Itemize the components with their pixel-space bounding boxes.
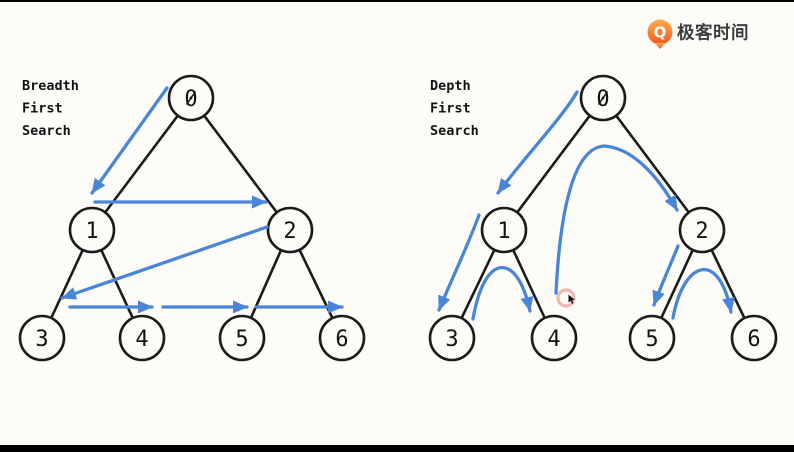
tree-node-4: 4 (530, 314, 578, 362)
geektime-logo-icon (647, 19, 673, 45)
dfs-arrow-0-1 (496, 90, 579, 195)
tree-edge-0-2 (189, 96, 292, 232)
dfs-title-line-2: First (430, 101, 471, 117)
cursor-pointer-icon (568, 294, 575, 304)
bfs-title-line-1: Breadth (22, 78, 79, 94)
node-label: 0 (184, 87, 197, 112)
dfs-arrow-4-2-backtrack (554, 144, 679, 295)
dfs-tree-nodes: 0 1 2 3 4 5 (428, 74, 778, 362)
dfs-arrow-1-3 (437, 213, 481, 312)
tree-node-2: 2 (266, 206, 314, 254)
node-label: 3 (35, 327, 48, 352)
bottom-letterbox-bar (0, 445, 794, 452)
dfs-title-line-3: Search (430, 123, 479, 139)
dfs-arrow-3-4 (471, 265, 534, 321)
mouse-cursor (556, 288, 576, 308)
node-label: 1 (497, 219, 510, 244)
dfs-diagram: Depth First Search 0 1 2 (428, 74, 778, 362)
dfs-traversal-arrows (437, 90, 735, 321)
logo-q-glyph: Q (654, 24, 667, 42)
node-label: 5 (235, 327, 248, 352)
bfs-diagram: Breadth First Search 0 1 2 (18, 74, 366, 362)
dfs-arrow-2-5 (652, 244, 680, 307)
node-label: 0 (596, 87, 609, 112)
bfs-arrow-2-3 (60, 225, 269, 300)
tree-node-2: 2 (678, 206, 726, 254)
tree-edge-0-1 (90, 96, 193, 232)
tree-node-4: 4 (118, 314, 166, 362)
click-highlight-ring (556, 288, 576, 308)
tree-node-5: 5 (218, 314, 266, 362)
tree-node-1: 1 (68, 206, 116, 254)
node-label: 2 (283, 219, 296, 244)
node-label: 4 (547, 327, 560, 352)
node-label: 2 (695, 219, 708, 244)
bfs-tree-nodes: 0 1 2 3 4 5 (18, 74, 366, 362)
node-label: 1 (85, 219, 98, 244)
zero-slash (597, 91, 609, 105)
node-label: 6 (747, 327, 760, 352)
bfs-title-line-2: First (22, 101, 63, 117)
dfs-title-line-1: Depth (430, 78, 471, 94)
tree-edge-0-2 (601, 96, 704, 232)
tree-node-6: 6 (730, 314, 778, 362)
zero-slash (185, 91, 197, 105)
geektime-logo-tail (654, 43, 666, 49)
node-label: 6 (335, 327, 348, 352)
node-label: 4 (135, 327, 148, 352)
logo-text: 极客时间 (677, 23, 749, 44)
node-label: 3 (445, 327, 458, 352)
bfs-title-line-3: Search (22, 123, 71, 139)
tree-edge-0-1 (502, 96, 605, 232)
bfs-arrow-0-1 (90, 86, 169, 195)
tree-node-3: 3 (428, 314, 476, 362)
dfs-arrow-5-6 (671, 267, 735, 320)
logo: Q 极客时间 (647, 19, 749, 49)
tree-node-6: 6 (318, 314, 366, 362)
top-letterbox-bar (0, 0, 794, 2)
tree-node-5: 5 (628, 314, 676, 362)
node-label: 5 (645, 327, 658, 352)
tree-node-3: 3 (18, 314, 66, 362)
tree-node-0: 0 (579, 74, 627, 122)
tree-node-0: 0 (167, 74, 215, 122)
tree-node-1: 1 (480, 206, 528, 254)
bfs-traversal-arrows (60, 86, 344, 314)
